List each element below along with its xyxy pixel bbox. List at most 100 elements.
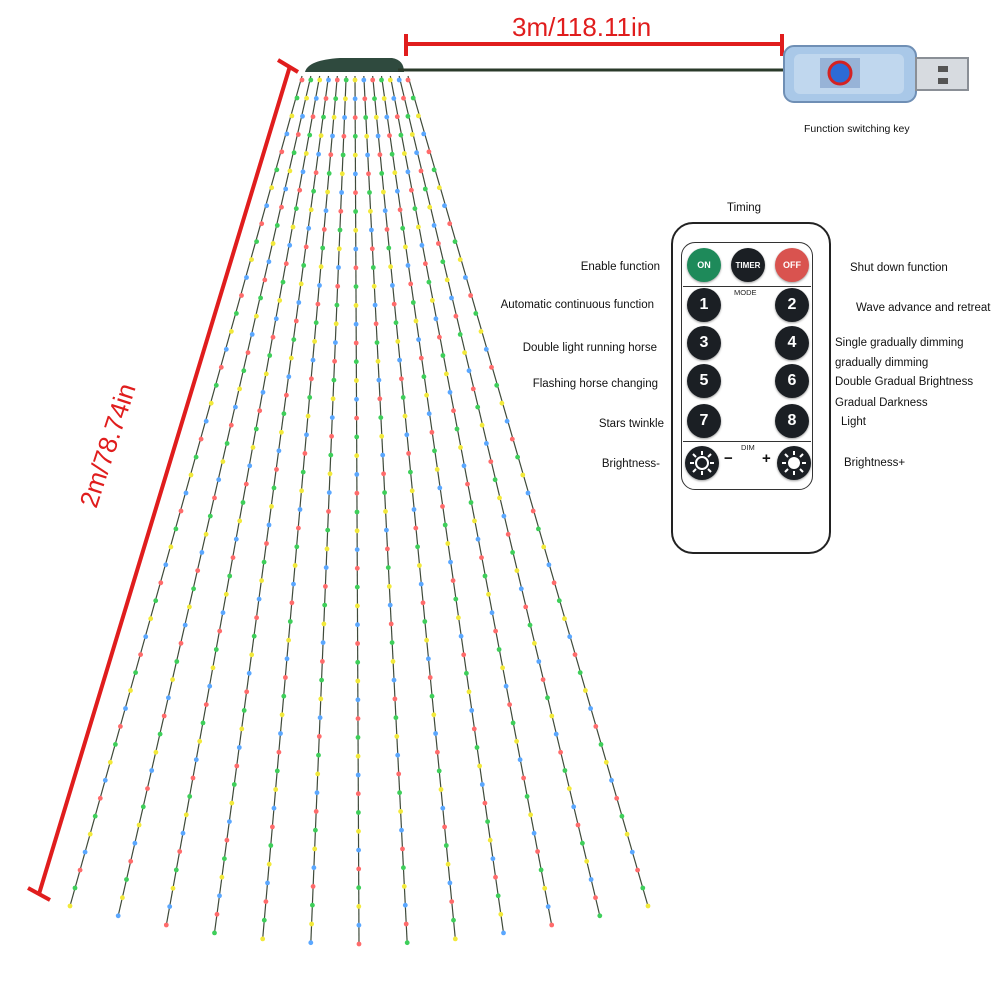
led-bulb xyxy=(567,634,573,640)
led-bulb xyxy=(421,374,427,380)
led-bulb xyxy=(353,227,359,233)
led-bulb xyxy=(402,902,408,908)
led-bulb xyxy=(514,738,519,744)
led-bulb xyxy=(525,490,531,496)
led-bulb xyxy=(213,647,219,652)
led-bulb xyxy=(549,922,555,928)
led-bulb xyxy=(355,697,361,703)
led-bulb xyxy=(444,277,450,283)
led-bulb xyxy=(244,689,250,695)
led-bulb xyxy=(354,453,360,459)
usb-controller-icon[interactable] xyxy=(780,40,980,110)
led-bulb xyxy=(430,298,435,303)
led-bulb xyxy=(328,452,334,458)
led-bulb xyxy=(541,544,547,550)
led-bulb xyxy=(217,628,223,634)
led-bulb xyxy=(396,77,402,83)
led-bulb xyxy=(577,670,583,675)
led-bulb xyxy=(124,877,129,882)
led-bulb xyxy=(571,804,577,810)
led-bulb xyxy=(473,311,479,316)
led-bulb xyxy=(394,114,400,120)
led-bulb xyxy=(234,311,239,316)
led-bulb xyxy=(440,353,446,358)
led-bulb xyxy=(320,640,326,645)
mode-button-1[interactable]: 1 xyxy=(687,288,721,322)
led-bulb xyxy=(538,867,544,873)
led-bulb xyxy=(352,115,358,120)
led-bulb xyxy=(266,522,272,528)
led-bulb xyxy=(399,376,404,382)
led-bulb xyxy=(321,114,326,120)
led-bulb xyxy=(373,321,379,327)
led-bulb xyxy=(319,677,324,683)
led-bulb xyxy=(115,913,121,919)
led-bulb xyxy=(482,800,488,806)
mode-button-7[interactable]: 7 xyxy=(687,404,721,438)
led-bulb xyxy=(447,880,453,886)
led-bulb xyxy=(200,720,206,726)
led-bulb xyxy=(72,885,78,891)
led-bulb xyxy=(193,757,199,763)
mode-label: MODE xyxy=(734,288,757,297)
brightness-up-button[interactable] xyxy=(777,446,811,480)
led-bulb xyxy=(458,633,464,639)
mode-button-4[interactable]: 4 xyxy=(775,326,809,360)
led-bulb xyxy=(353,321,359,327)
mode-button-6[interactable]: 6 xyxy=(775,364,809,398)
led-bulb xyxy=(302,451,308,456)
timing-label: Timing xyxy=(727,202,762,214)
mode-button-5[interactable]: 5 xyxy=(687,364,721,398)
led-bulb xyxy=(322,602,328,608)
off-button[interactable]: OFF xyxy=(775,248,809,282)
led-bulb xyxy=(277,298,283,303)
led-bulb xyxy=(305,413,311,419)
mode-button-8[interactable]: 8 xyxy=(775,404,809,438)
led-bulb xyxy=(408,281,414,287)
led-bulb xyxy=(406,451,411,456)
mode-button-3[interactable]: 3 xyxy=(687,326,721,360)
led-bulb xyxy=(244,275,249,280)
led-bulb xyxy=(270,334,276,340)
led-bulb xyxy=(330,396,336,402)
led-bulb xyxy=(422,619,428,624)
led-bulb xyxy=(404,940,410,946)
led-bulb xyxy=(362,96,368,102)
led-bulb xyxy=(309,921,314,927)
label-enable-function: Enable function xyxy=(580,261,660,273)
led-bulb xyxy=(418,355,424,361)
led-bulb xyxy=(468,500,474,505)
led-bulb xyxy=(82,849,88,855)
led-bulb xyxy=(265,880,270,886)
led-bulb xyxy=(260,389,266,395)
led-bulb xyxy=(397,357,402,363)
led-bulb xyxy=(317,715,323,721)
mode-button-2[interactable]: 2 xyxy=(775,288,809,322)
led-bulb xyxy=(353,284,359,289)
label-shut-down: Shut down function xyxy=(850,262,948,274)
led-bulb xyxy=(199,550,205,555)
timer-button[interactable]: TIMER xyxy=(731,248,765,282)
led-bulb xyxy=(447,389,453,395)
led-bulb xyxy=(270,824,275,830)
led-bulb xyxy=(333,340,338,345)
led-bulb xyxy=(300,113,305,119)
on-button[interactable]: ON xyxy=(687,248,721,282)
led-bulb xyxy=(507,702,512,707)
brightness-down-button[interactable] xyxy=(685,446,719,480)
led-bulb xyxy=(301,263,307,268)
led-bulb xyxy=(274,167,280,173)
led-bulb xyxy=(442,824,447,830)
led-bulb xyxy=(490,856,496,862)
led-bulb xyxy=(263,371,269,377)
led-bulb xyxy=(269,185,275,191)
led-bulb xyxy=(391,96,397,101)
led-bulb xyxy=(251,633,257,639)
led-bulb xyxy=(376,377,382,383)
led-bulb xyxy=(287,619,293,624)
led-bulb xyxy=(421,131,427,137)
led-bulb xyxy=(395,752,401,758)
led-bulb xyxy=(424,392,429,398)
led-bulb xyxy=(336,265,341,270)
led-bulb xyxy=(308,77,314,83)
